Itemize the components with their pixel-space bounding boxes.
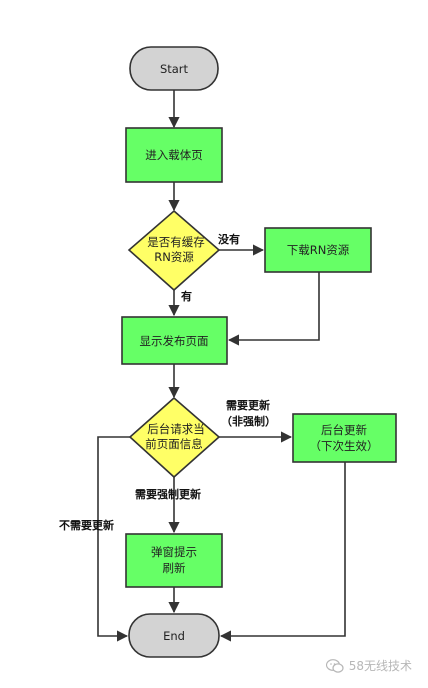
request-line-1: 后台请求当	[147, 422, 205, 436]
edge-label-update-line-2: （非强制）	[221, 414, 276, 428]
edge-download-to-display	[227, 272, 320, 346]
bg-update-line-1: 后台更新	[321, 423, 367, 437]
edge-request-to-end	[97, 436, 130, 642]
edge-bg-update-to-end	[219, 462, 346, 642]
bg-update-node: 后台更新 （下次生效）	[292, 413, 397, 463]
edge-label-no-update: 不需要更新	[59, 518, 114, 532]
edge-label-has-cache: 有	[181, 289, 192, 303]
display-node: 显示发布页面	[121, 316, 228, 365]
edge-label-no-cache: 没有	[218, 232, 240, 246]
cache-check-line-2: RN资源	[154, 250, 194, 264]
cache-check-decision: 是否有缓存 RN资源	[127, 209, 221, 292]
start-node: Start	[129, 46, 219, 91]
edge-label-forced-update: 需要强制更新	[135, 487, 201, 501]
end-label: End	[163, 629, 185, 643]
wechat-icon	[325, 658, 344, 673]
popup-line-2: 刷新	[163, 561, 186, 575]
watermark: 58无线技术	[325, 657, 412, 674]
edge-label-update-line-1: 需要更新	[226, 398, 270, 412]
request-decision: 后台请求当 前页面信息	[128, 396, 221, 479]
start-label: Start	[160, 62, 189, 76]
download-node: 下载RN资源	[264, 227, 372, 273]
cache-check-line-1: 是否有缓存	[147, 235, 205, 249]
download-label: 下载RN资源	[287, 243, 350, 257]
popup-line-1: 弹窗提示	[151, 545, 197, 559]
edges	[97, 90, 346, 642]
enter-page-label: 进入载体页	[145, 148, 203, 162]
enter-page-node: 进入载体页	[125, 127, 223, 183]
request-line-2: 前页面信息	[145, 437, 203, 451]
watermark-text: 58无线技术	[348, 659, 412, 673]
bg-update-line-2: （下次生效）	[310, 439, 379, 453]
display-label: 显示发布页面	[140, 334, 209, 348]
popup-node: 弹窗提示 刷新	[125, 533, 223, 588]
end-node: End	[128, 613, 220, 658]
